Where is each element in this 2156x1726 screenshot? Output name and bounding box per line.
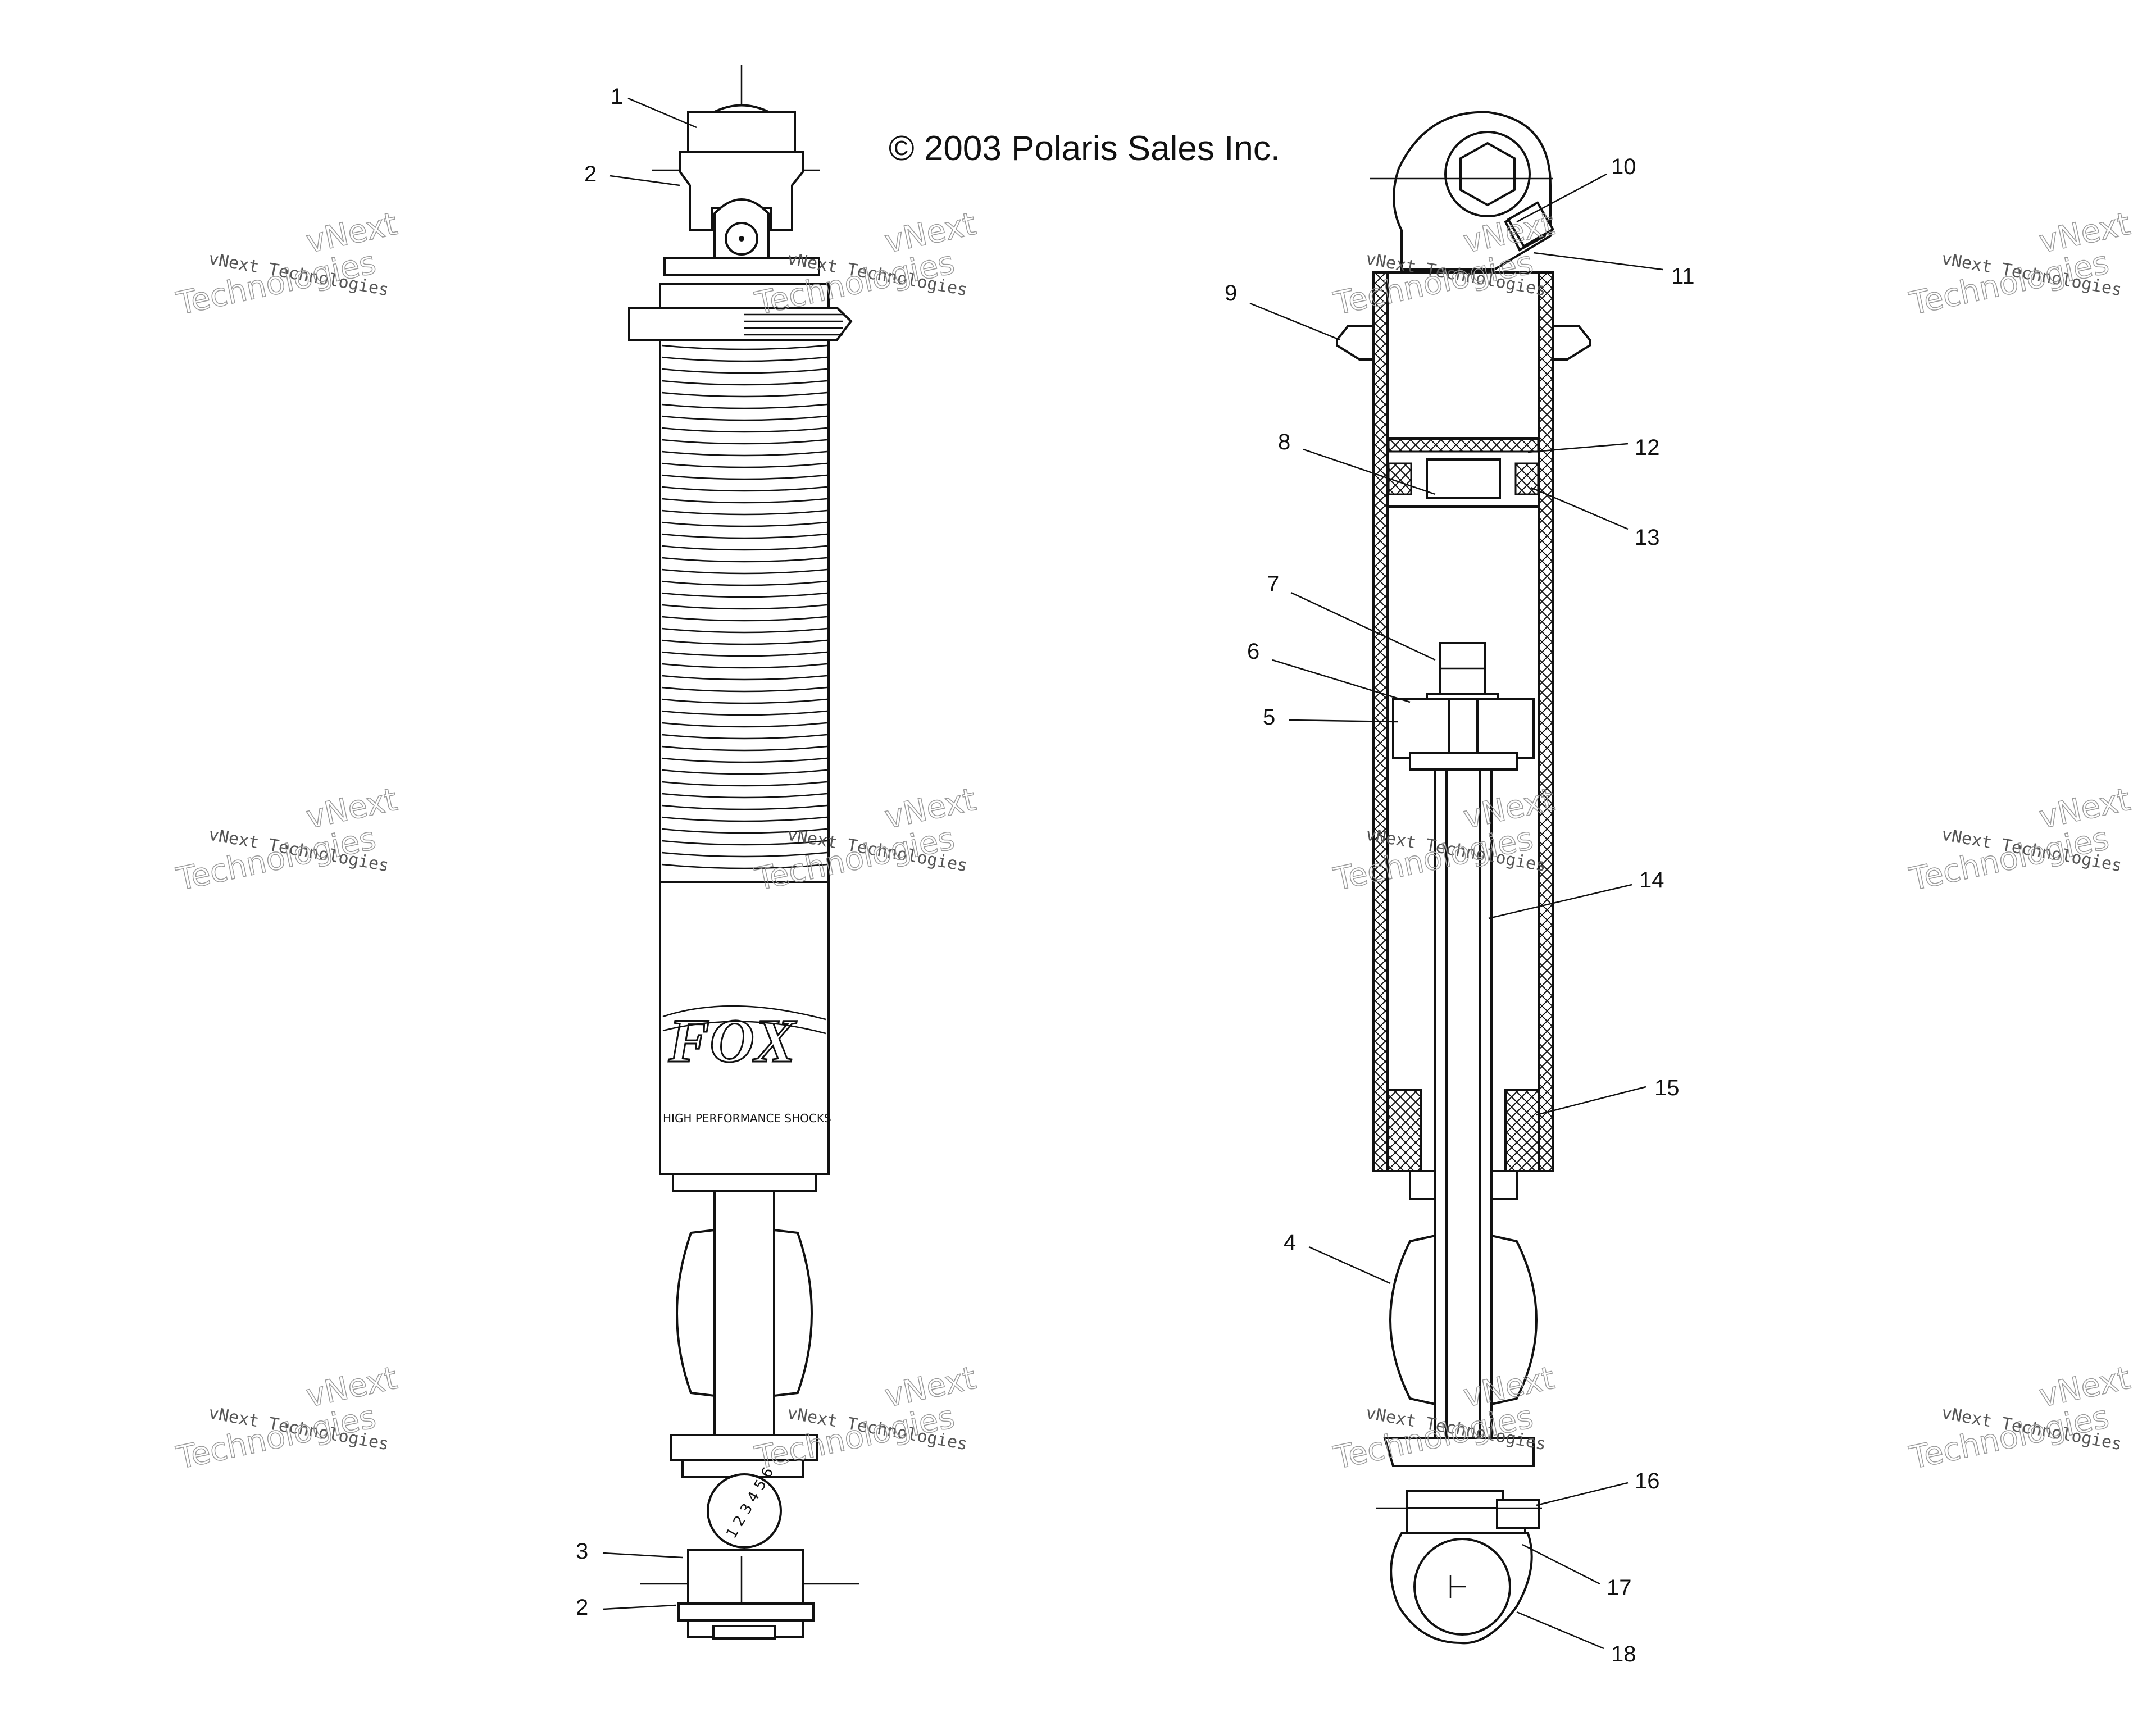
callout-4: 4 [1284,1230,1391,1285]
copyright-text: © 2003 Polaris Sales Inc. [889,129,1280,168]
top-cap [687,111,796,153]
bumper-section-left [1389,1234,1436,1406]
svg-text:Technologies: Technologies [1906,820,2112,898]
callout-5: 5 [1263,705,1398,730]
svg-text:2: 2 [576,1595,588,1620]
callout-15: 15 [1536,1076,1680,1116]
callout-11: 11 [1533,252,1695,289]
seal-head-left [1386,1089,1422,1172]
svg-text:Technologies: Technologies [173,820,379,898]
callout-6: 6 [1247,639,1411,703]
svg-text:Technologies: Technologies [1906,1399,2112,1477]
svg-text:Technologies: Technologies [1906,244,2112,322]
seal-head-right [1504,1089,1540,1172]
callout-13: 13 [1530,486,1660,550]
fox-tagline-text: HIGH PERFORMANCE SHOCKS [663,1112,831,1125]
svg-text:2: 2 [584,162,597,186]
fox-label: FOX HIGH PERFORMANCE SHOCKS [662,1005,831,1125]
svg-text:4: 4 [1284,1230,1296,1255]
svg-text:16: 16 [1635,1469,1660,1493]
callout-2-top: 2 [584,162,680,186]
adjuster-dial [707,1473,782,1549]
callout-18: 18 [1516,1611,1636,1666]
svg-text:1: 1 [611,84,623,109]
spring-coils [661,344,827,869]
svg-text:Technologies: Technologies [1330,820,1536,898]
svg-text:5: 5 [1263,705,1275,730]
shaft [713,1190,775,1439]
svg-text:6: 6 [1247,639,1259,664]
svg-text:13: 13 [1635,525,1660,550]
svg-text:Technologies: Technologies [173,244,379,322]
callout-7: 7 [1267,572,1436,661]
bumper [676,1228,716,1397]
svg-text:17: 17 [1607,1575,1632,1600]
svg-text:15: 15 [1654,1076,1680,1100]
callout-8: 8 [1278,430,1436,495]
callout-14: 14 [1488,868,1664,919]
callout-1: 1 [611,84,697,129]
callout-9: 9 [1225,281,1340,341]
bottom-eyelet [687,1549,804,1605]
cylinder-wall-right [1538,271,1554,1172]
left-shock-assembly: FOX HIGH PERFORMANCE SHOCKS 1 2 3 4 5 6 [628,65,859,1640]
top-eyelet [679,151,804,231]
spring-collar-threads [744,313,843,336]
svg-text:11: 11 [1671,264,1695,289]
right-shock-section [1336,111,1591,1645]
svg-text:9: 9 [1225,281,1237,306]
bumper-section-right [1490,1234,1538,1406]
callout-2-bottom: 2 [576,1595,676,1620]
svg-text:12: 12 [1635,435,1660,460]
svg-text:Technologies: Technologies [752,244,957,322]
svg-text:Technologies: Technologies [752,1399,957,1477]
svg-text:Technologies: Technologies [173,1399,379,1477]
svg-text:7: 7 [1267,572,1279,596]
svg-text:8: 8 [1278,430,1290,454]
callout-17: 17 [1522,1543,1632,1600]
svg-text:18: 18 [1611,1642,1636,1666]
callout-12: 12 [1527,435,1660,460]
callout-10: 10 [1516,154,1636,223]
callout-16: 16 [1536,1469,1660,1506]
svg-text:3: 3 [576,1539,588,1564]
svg-text:10: 10 [1611,154,1636,179]
svg-text:14: 14 [1639,868,1664,892]
fox-brand-text: FOX [668,1007,797,1075]
callout-3: 3 [576,1539,683,1564]
